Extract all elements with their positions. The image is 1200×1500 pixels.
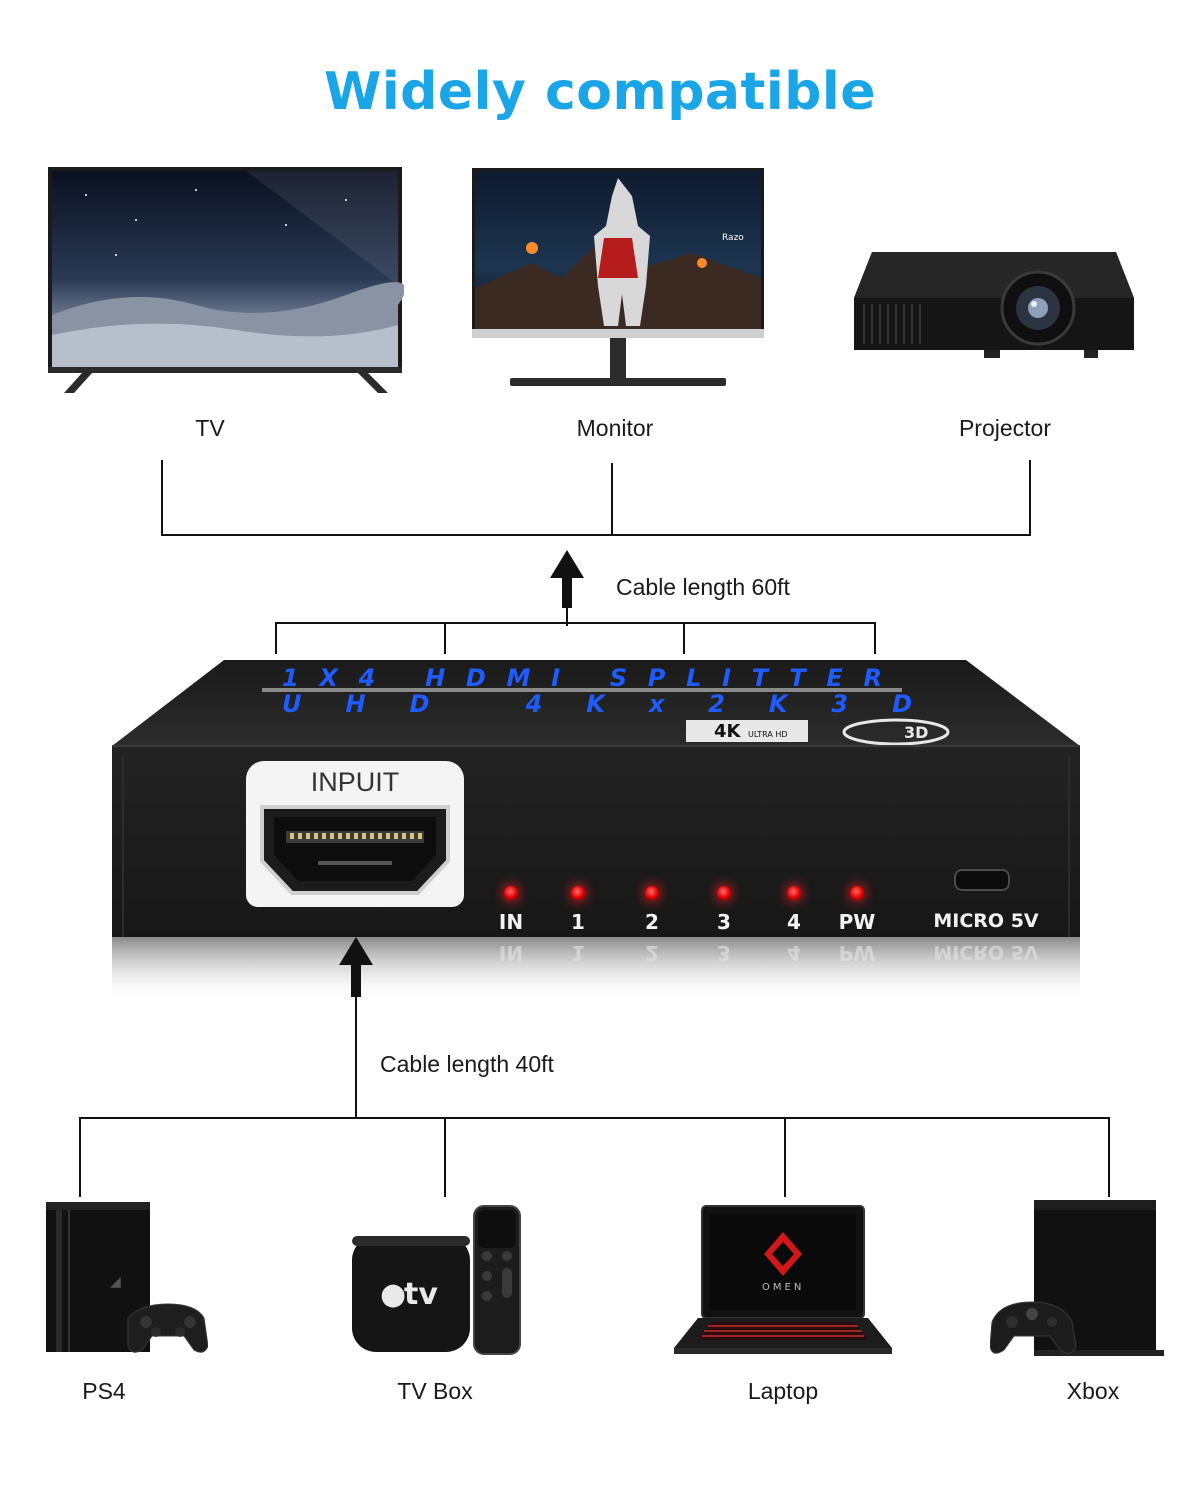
led-pw <box>850 886 864 900</box>
hdmi-input-label: INPUIT <box>310 767 400 797</box>
led-in <box>504 886 518 900</box>
source-bracket-xbox <box>1108 1117 1110 1197</box>
led-2 <box>645 886 659 900</box>
splitter-reflection: IN 1 2 3 4 PW MICRO 5V <box>112 937 1080 1003</box>
source-bracket-bar <box>79 1117 1110 1119</box>
svg-text:◢: ◢ <box>110 1274 121 1290</box>
hdmi-input-plate: INPUIT <box>246 761 464 907</box>
port-label-pw: PW <box>838 910 876 934</box>
output-bracket-bar <box>161 534 1031 536</box>
arrow-up-input-icon <box>339 937 373 997</box>
port-label-4: 4 <box>787 910 801 934</box>
source-bracket-ps4 <box>79 1117 81 1197</box>
port-bracket-1 <box>275 622 277 654</box>
micro-usb-port-icon[interactable] <box>954 869 1010 891</box>
cable-length-40ft: Cable length 40ft <box>380 1051 554 1077</box>
tv-image <box>46 165 406 397</box>
monitor-label: Monitor <box>576 415 654 441</box>
led-4 <box>787 886 801 900</box>
arrow-up-icon <box>550 550 584 626</box>
cable-length-60ft: Cable length 60ft <box>616 574 790 600</box>
splitter-title: 1X4 HDMI SPLITTER <box>282 664 882 692</box>
svg-text:●: ● <box>380 1277 406 1312</box>
output-bracket-left <box>161 460 163 536</box>
output-bracket-center <box>611 463 613 536</box>
xbox-image <box>989 1198 1180 1362</box>
ps4-image: ◢ <box>44 1200 209 1360</box>
port-bracket-2 <box>444 622 446 654</box>
port-bracket-3 <box>683 622 685 654</box>
splitter-top-panel: 1X4 HDMI SPLITTER UHD 4Kx2K3D 4K ULTRA H… <box>112 660 1080 756</box>
projector-image <box>852 238 1136 366</box>
reflection-fade <box>112 937 1080 1003</box>
tv-label: TV <box>195 415 225 441</box>
micro-5v-label: MICRO 5V <box>933 910 1039 932</box>
badge-4k-text: 4K <box>714 721 742 742</box>
xbox-label: Xbox <box>1066 1378 1120 1404</box>
badge-3d-text: 3D <box>904 723 928 742</box>
appletv-logo-text: tv <box>404 1277 438 1312</box>
monitor-brand-text: Razo <box>722 233 744 243</box>
port-bracket-4 <box>874 622 876 654</box>
hdmi-port-icon[interactable] <box>258 803 452 897</box>
port-label-in: IN <box>498 910 524 934</box>
projector-label: Projector <box>958 415 1052 441</box>
laptop-label: Laptop <box>747 1378 819 1404</box>
led-1 <box>571 886 585 900</box>
headline: Widely compatible <box>323 62 877 122</box>
led-3 <box>717 886 731 900</box>
monitor-image: Razo <box>472 168 764 392</box>
laptop-image: OMEN <box>672 1204 894 1360</box>
laptop-brand-text: OMEN <box>762 1282 804 1293</box>
port-label-2: 2 <box>645 910 659 934</box>
tv-box-label: TV Box <box>397 1378 473 1404</box>
source-bracket-tvbox <box>444 1117 446 1197</box>
splitter-front-panel: INPUIT IN 1 2 3 4 PW MICRO 5V <box>112 745 1080 937</box>
ps4-label: PS4 <box>82 1378 126 1404</box>
source-bracket-laptop <box>784 1117 786 1197</box>
tv-box-image: ● tv <box>350 1204 522 1358</box>
port-bracket-bar <box>275 622 876 624</box>
badge-4k-sub-text: ULTRA HD <box>748 730 788 739</box>
input-vertical-line <box>355 995 357 1119</box>
port-label-1: 1 <box>571 910 585 934</box>
output-bracket-right <box>1029 460 1031 536</box>
port-label-3: 3 <box>717 910 731 934</box>
